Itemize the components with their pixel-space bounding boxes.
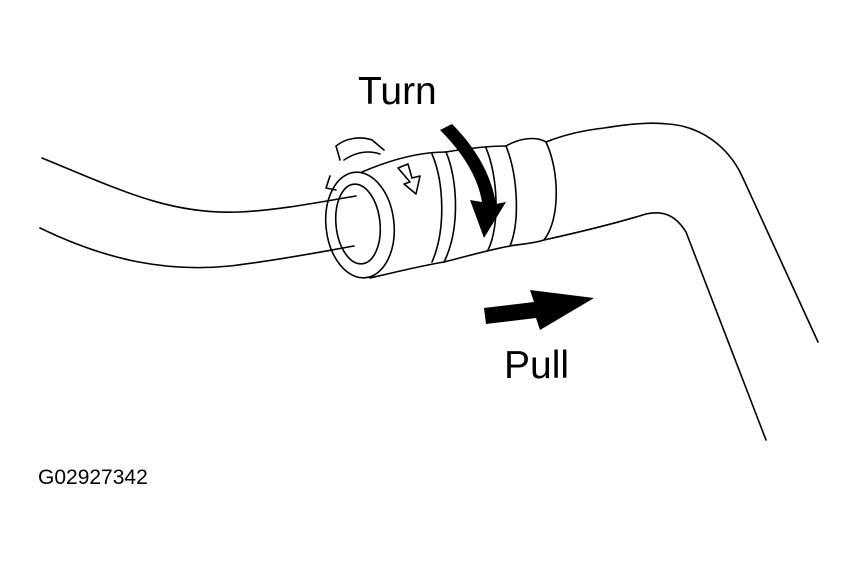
connector-side-tab — [325, 175, 337, 191]
pull-label: Pull — [504, 344, 570, 387]
connector-top-tab — [335, 137, 385, 161]
connector-rear-edge — [443, 151, 457, 263]
connector-body-bottom — [369, 261, 445, 279]
collar — [443, 145, 518, 263]
figure-code: G02927342 — [38, 466, 148, 489]
clip-arrow-mark-icon — [397, 163, 421, 195]
connector-bore — [334, 183, 382, 265]
turn-arrow-icon — [440, 124, 506, 238]
pull-arrow-icon — [484, 290, 594, 330]
metal-pipe — [39, 157, 357, 269]
connector-body-top — [361, 151, 447, 173]
pipe-upper-edge — [41, 157, 357, 214]
connector-front-ring — [324, 171, 396, 279]
pipe-lower-edge — [39, 227, 355, 269]
turn-label: Turn — [358, 70, 437, 113]
quick-connector — [324, 137, 457, 279]
hose-end-ring — [505, 137, 558, 247]
rubber-hose — [505, 122, 819, 441]
